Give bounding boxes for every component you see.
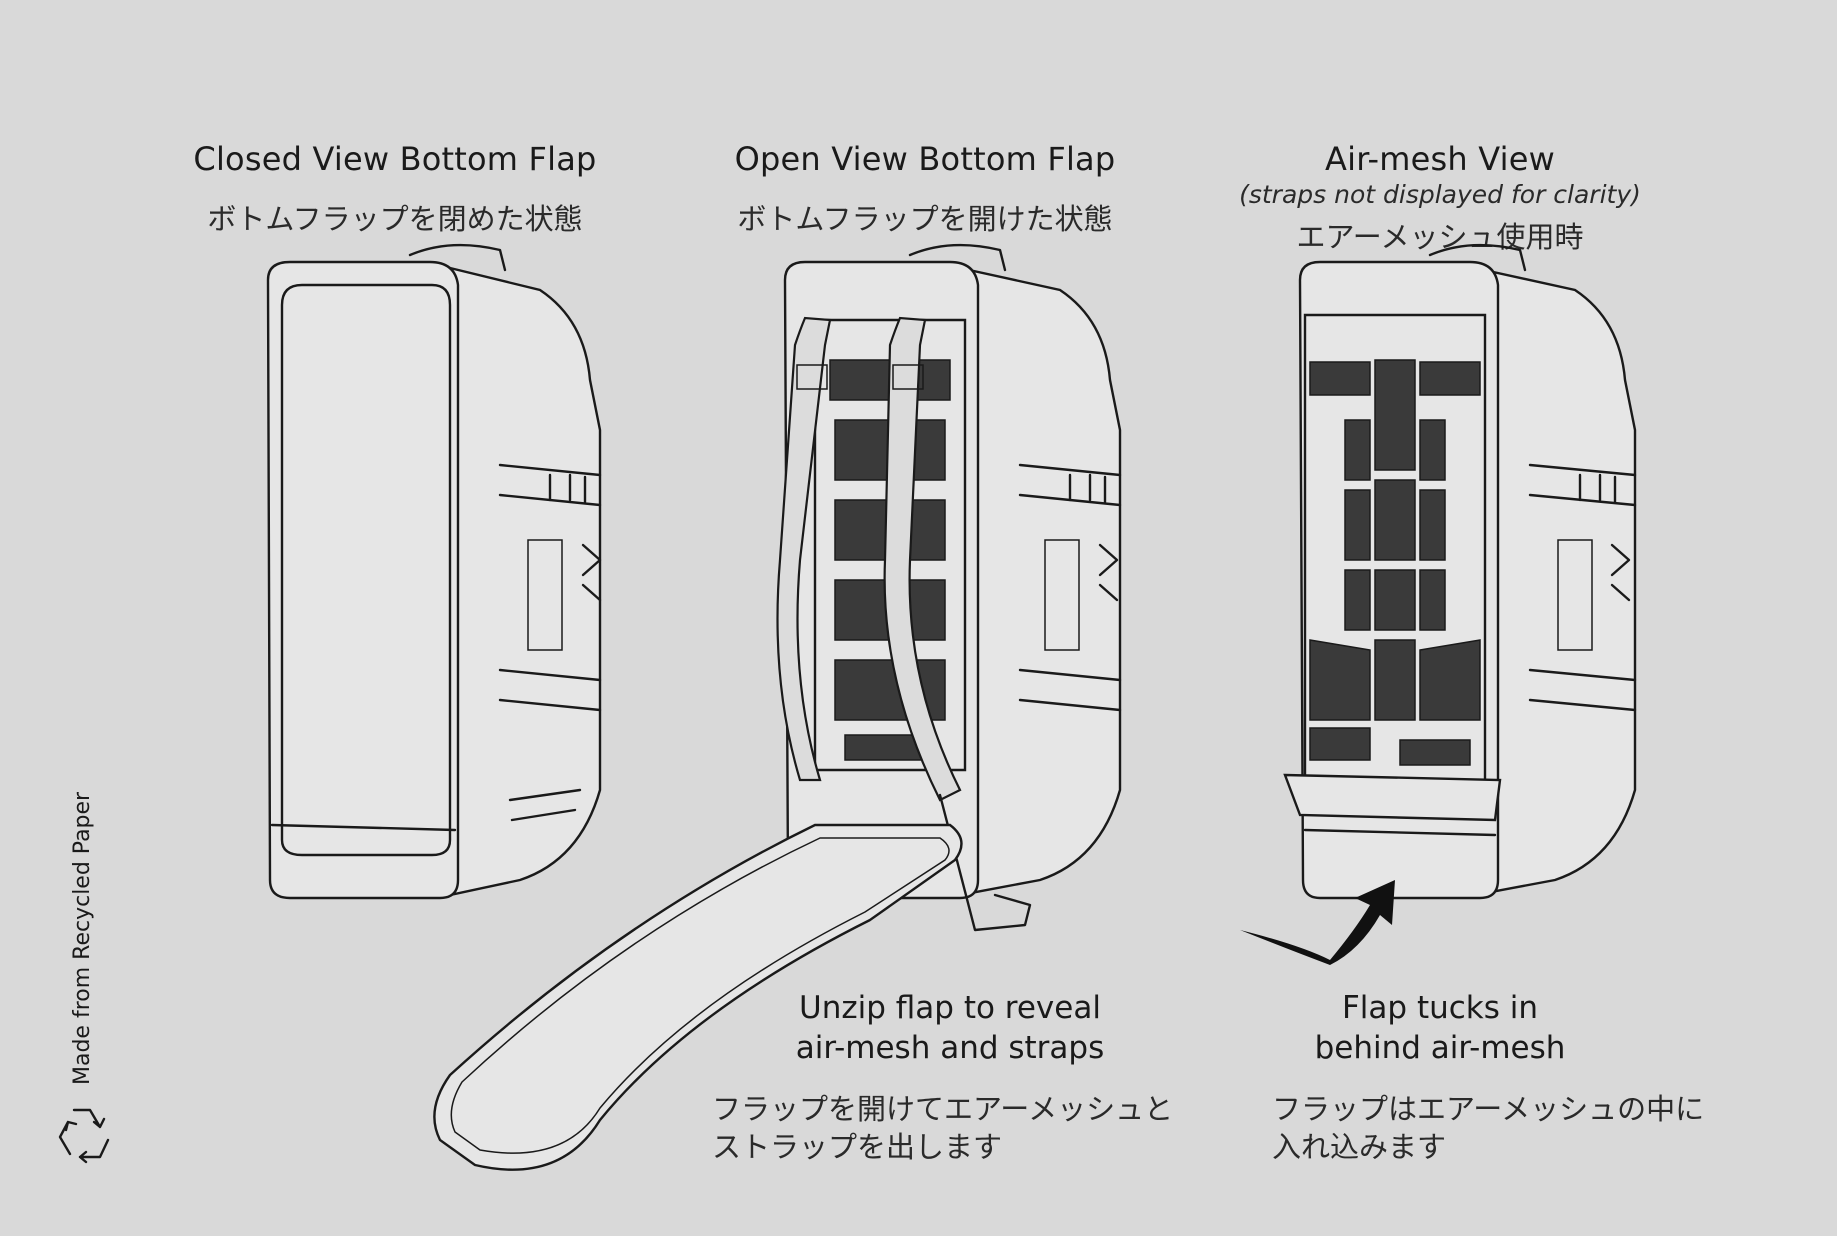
- panel-subtitle-closed: ボトムフラップを閉めた状態: [207, 202, 583, 236]
- caption-unzip-jp-line1: フラップを開けてエアーメッシュと: [712, 1092, 1174, 1126]
- caption-tuck-jp-line1: フラップはエアーメッシュの中に: [1272, 1092, 1705, 1126]
- bottom-flap-open: [433, 823, 963, 1171]
- recycle-icon: [58, 1108, 110, 1164]
- caption-unzip-line2: air-mesh and straps: [795, 1030, 1105, 1066]
- caption-tuck-jp-line2: 入れ込みます: [1272, 1130, 1447, 1164]
- caption-tuck-line2: behind air-mesh: [1314, 1030, 1566, 1066]
- caption-tuck-line1: Flap tucks in: [1341, 990, 1539, 1026]
- arrow-curved-icon: [1240, 880, 1395, 965]
- recycled-paper-note: Made from Recycled Paper: [70, 791, 95, 1085]
- panel-title-open: Open View Bottom Flap: [734, 140, 1116, 178]
- brand-label-open: [1044, 539, 1080, 651]
- caption-tuck-jp: フラップはエアーメッシュの中に 入れ込みます: [1272, 1090, 1722, 1166]
- backpack-airmesh: [1240, 243, 1637, 965]
- air-mesh-full: [1309, 359, 1481, 766]
- panel-note-airmesh: (straps not displayed for clarity): [1239, 180, 1641, 209]
- panel-subtitle-airmesh: エアーメッシュ使用時: [1296, 220, 1584, 254]
- brand-label-airmesh: [1557, 539, 1593, 651]
- panel-title-airmesh: Air-mesh View: [1325, 140, 1555, 178]
- caption-tuck: Flap tucks in behind air-mesh: [1290, 988, 1590, 1068]
- caption-unzip: Unzip flap to reveal air-mesh and straps: [760, 988, 1140, 1068]
- caption-unzip-jp-line2: ストラップを出します: [712, 1130, 1003, 1164]
- panel-subtitle-open: ボトムフラップを開けた状態: [737, 202, 1113, 236]
- backpack-open: [433, 243, 1122, 1171]
- panel-title-closed: Closed View Bottom Flap: [193, 140, 597, 178]
- backpack-closed: [266, 243, 602, 900]
- caption-unzip-jp: フラップを開けてエアーメッシュと ストラップを出します: [712, 1090, 1192, 1166]
- brand-label-closed: [527, 539, 563, 651]
- tucked-flap: [1283, 773, 1502, 822]
- caption-unzip-line1: Unzip flap to reveal: [799, 990, 1101, 1026]
